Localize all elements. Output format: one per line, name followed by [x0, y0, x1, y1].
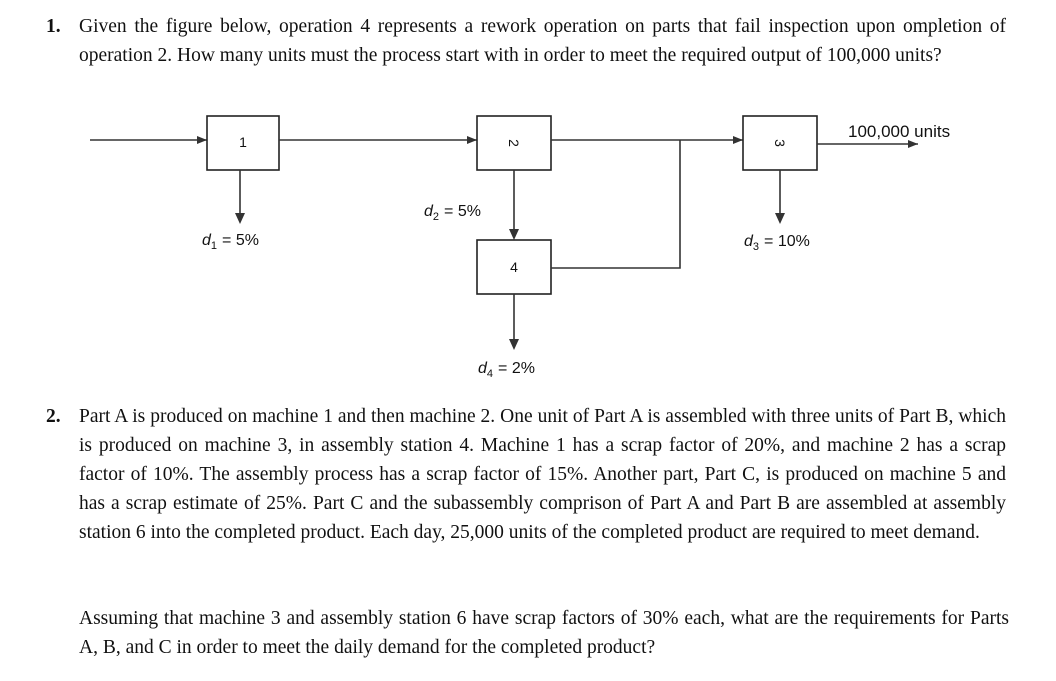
- problem-1: 1. Given the figure below, operation 4 r…: [46, 12, 1006, 70]
- defect-label-d4: d4= 2%: [478, 360, 535, 380]
- output-label: 100,000 units: [848, 122, 950, 141]
- operation-box-1-label: 1: [239, 134, 247, 150]
- scrap-arrowhead-3: [775, 213, 785, 224]
- problem-2-question: Assuming that machine 3 and assembly sta…: [79, 608, 1009, 658]
- operation-box-4-label: 4: [510, 259, 518, 275]
- scrap-arrowhead-4: [509, 339, 519, 350]
- defect-label-d3: d3= 10%: [744, 233, 810, 253]
- arrowhead-2-to-3: [733, 136, 743, 144]
- operation-box-3: [742, 115, 818, 171]
- rework-return-line: [551, 140, 681, 269]
- operation-box-2-label: 2: [506, 139, 522, 147]
- problem-2: 2. Part A is produced on machine 1 and t…: [46, 402, 1006, 547]
- arrowhead-1-to-2: [467, 136, 477, 144]
- problem-1-number: 1.: [46, 16, 61, 37]
- input-arrowhead: [197, 136, 207, 144]
- operation-box-2: [476, 115, 552, 171]
- defect-label-d2: d2= 5%: [424, 203, 481, 223]
- scrap-arrowhead-1: [235, 213, 245, 224]
- process-flow-diagram: 1 2 3 100,000 units d1= 5% d2= 5% 4 d4= …: [90, 115, 950, 380]
- output-arrowhead: [908, 140, 918, 148]
- defect-label-d1: d1= 5%: [202, 232, 259, 252]
- problem-2-number: 2.: [46, 406, 61, 427]
- arrowhead-2-to-4: [509, 229, 519, 240]
- problem-1-text: Given the figure below, operation 4 repr…: [79, 16, 1006, 66]
- operation-box-1: [206, 115, 280, 171]
- problem-2-text: Part A is produced on machine 1 and then…: [79, 406, 1006, 543]
- operation-box-3-label: 3: [772, 139, 788, 147]
